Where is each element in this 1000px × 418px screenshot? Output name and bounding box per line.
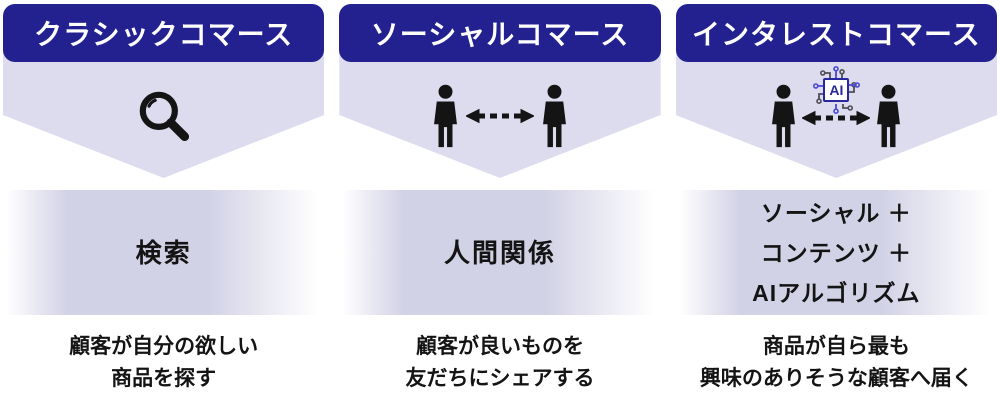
person-icon xyxy=(543,84,566,147)
description-interest: 商品が自ら最も 興味のありそうな顧客へ届く xyxy=(676,331,997,395)
column-title-social: ソーシャルコマース xyxy=(339,4,661,62)
description-social: 顧客が良いものを 友だちにシェアする xyxy=(339,331,660,395)
description-line: 顧客が良いものを xyxy=(415,335,584,358)
column-classic-commerce: クラシックコマース 検索 顧客が自分の欲しい 商品を探す xyxy=(3,4,325,418)
people-sharing-icon xyxy=(429,82,571,149)
person-icon xyxy=(772,84,796,147)
description-line: 友だちにシェアする xyxy=(405,367,595,390)
keyword-line: 検索 xyxy=(135,237,192,268)
people-ai-matching-icon: AI xyxy=(767,65,905,149)
chevron-panel-interest: AI xyxy=(675,52,997,178)
ai-chip-icon: AI xyxy=(810,64,862,116)
keyword-line: AIアルゴリズム xyxy=(752,279,921,306)
keyword-band-interest: ソーシャル ＋ コンテンツ ＋ AIアルゴリズム xyxy=(675,190,997,315)
person-icon xyxy=(434,84,457,147)
keyword-line: 人間関係 xyxy=(443,237,556,268)
column-title-interest: インタレストコマース xyxy=(675,4,997,62)
keyword-line: ソーシャル ＋ xyxy=(760,199,912,226)
description-line: 商品を探す xyxy=(111,367,217,390)
dashed-double-arrow-icon xyxy=(466,108,534,124)
description-line: 商品が自ら最も xyxy=(762,335,910,358)
column-social-commerce: ソーシャルコマース 人間関係 顧客が良いものを 友だちにシェアする xyxy=(339,4,661,418)
ai-chip-label: AI xyxy=(823,77,850,102)
keyword-band-social: 人間関係 xyxy=(339,190,661,315)
chevron-panel-social xyxy=(339,52,661,178)
search-icon xyxy=(133,83,195,147)
keyword-band-classic: 検索 xyxy=(3,190,325,315)
ai-arrow-group: AI xyxy=(802,65,870,149)
chevron-panel-classic xyxy=(3,52,325,178)
column-title-classic: クラシックコマース xyxy=(3,4,325,62)
column-interest-commerce: インタレストコマース xyxy=(675,4,997,418)
description-classic: 顧客が自分の欲しい 商品を探す xyxy=(3,331,324,395)
person-icon xyxy=(877,84,901,147)
description-line: 顧客が自分の欲しい xyxy=(69,335,259,358)
keyword-line: コンテンツ ＋ xyxy=(760,239,913,266)
description-line: 興味のありそうな顧客へ届く xyxy=(699,367,973,390)
